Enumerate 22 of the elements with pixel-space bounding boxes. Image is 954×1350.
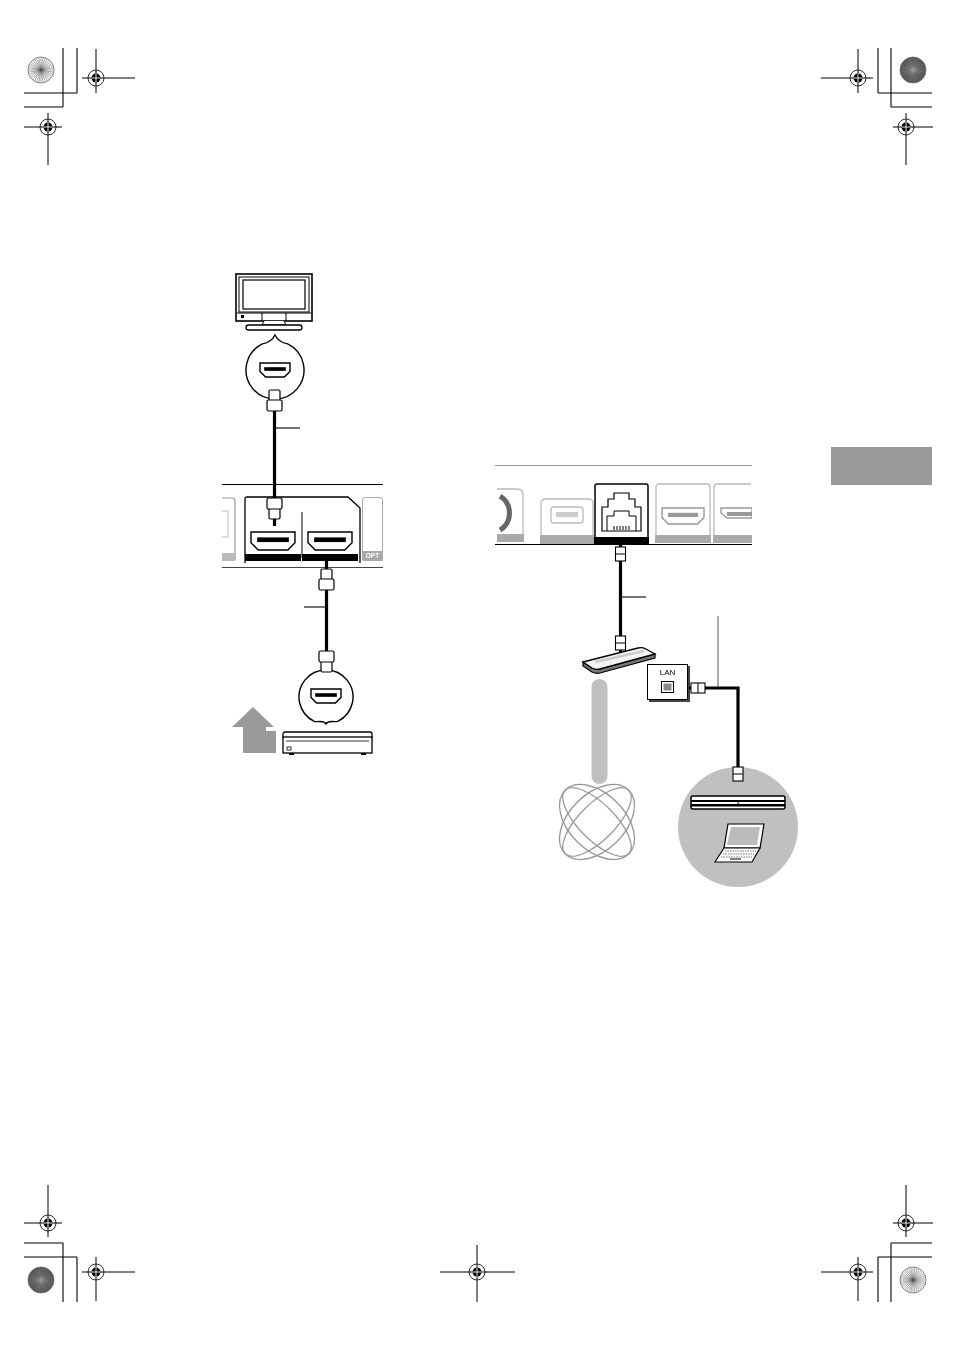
port-socket [540,498,594,544]
port-socket [655,483,711,543]
network-port [594,483,649,545]
port-callout-bubble [244,333,306,401]
cable [266,389,283,526]
cable [614,545,627,652]
receiver-drawing [281,730,374,756]
rear-panel [222,484,383,568]
recorder-drawing [690,795,786,810]
optical-jack [362,497,383,561]
port-socket [713,483,752,543]
jack-socket [222,497,236,561]
connection-bar [591,679,608,784]
port-callout-bubble [297,668,355,726]
cable [689,682,744,782]
jack-socket [497,488,525,542]
port-callout [647,664,688,700]
television-drawing [234,272,314,332]
port-label: LAN [659,668,676,677]
rear-panel [495,465,752,545]
cable [318,561,335,673]
laptop-drawing [714,822,766,864]
